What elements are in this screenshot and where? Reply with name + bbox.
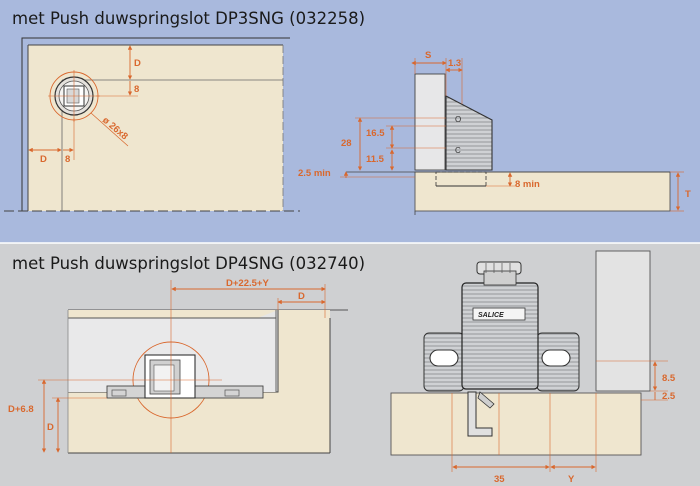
top-panel-title: met Push duwspringslot DP3SNG (032258) bbox=[12, 9, 365, 28]
dim-2-5-min: 2.5 min bbox=[298, 168, 331, 179]
svg-text:O: O bbox=[455, 115, 461, 124]
bottom-front-view: D+22.5+Y D D+6.8 D bbox=[8, 278, 348, 454]
svg-text:C: C bbox=[455, 146, 461, 155]
latch-body-2 bbox=[461, 282, 539, 390]
shelf-board-2 bbox=[390, 392, 642, 456]
brand-label: SALICE bbox=[478, 312, 504, 319]
dim-8-horizontal: 8 bbox=[65, 154, 70, 165]
dim-16-5: 16.5 bbox=[366, 128, 385, 139]
brand-plate bbox=[472, 307, 526, 321]
latch-hook bbox=[467, 391, 493, 437]
dim-28: 28 bbox=[341, 138, 352, 149]
dim-d-plus-offset: D+22.5+Y bbox=[226, 278, 269, 289]
dim-d-vertical: D bbox=[134, 58, 141, 69]
dim-35: 35 bbox=[494, 474, 505, 485]
dim-11-5: 11.5 bbox=[366, 154, 385, 165]
door-edge-2 bbox=[595, 250, 651, 392]
dim-y: Y bbox=[568, 474, 575, 485]
dim-d-plus-six: D+6.8 bbox=[8, 404, 34, 415]
dim-d-top: D bbox=[298, 291, 305, 302]
dim-s: S bbox=[425, 50, 431, 61]
bottom-section-view: SALICE 35 Y 8.5 2.5 bbox=[390, 250, 676, 485]
dim-2-5: 2.5 bbox=[662, 391, 676, 402]
top-front-view: D 8 D 8 ø 26x8 bbox=[4, 37, 300, 212]
dim-8-min: 8 min bbox=[515, 179, 540, 190]
dim-t: T bbox=[685, 189, 691, 200]
door-outline bbox=[21, 37, 290, 211]
shelf-board bbox=[414, 171, 671, 212]
cabinet-panel bbox=[28, 45, 283, 211]
dim-8-vertical: 8 bbox=[134, 84, 139, 95]
dim-d-side: D bbox=[47, 422, 54, 433]
bottom-panel-title: met Push duwspringslot DP4SNG (032740) bbox=[12, 254, 365, 273]
dim-1-3: 1.3 bbox=[448, 58, 461, 69]
dim-8-5: 8.5 bbox=[662, 373, 676, 384]
latch-body bbox=[445, 95, 493, 171]
door-edge bbox=[414, 73, 446, 171]
top-section-view: O C S 1.3 28 16.5 11.5 2.5 min 8 min T bbox=[298, 50, 691, 215]
dim-d-horizontal: D bbox=[40, 154, 47, 165]
